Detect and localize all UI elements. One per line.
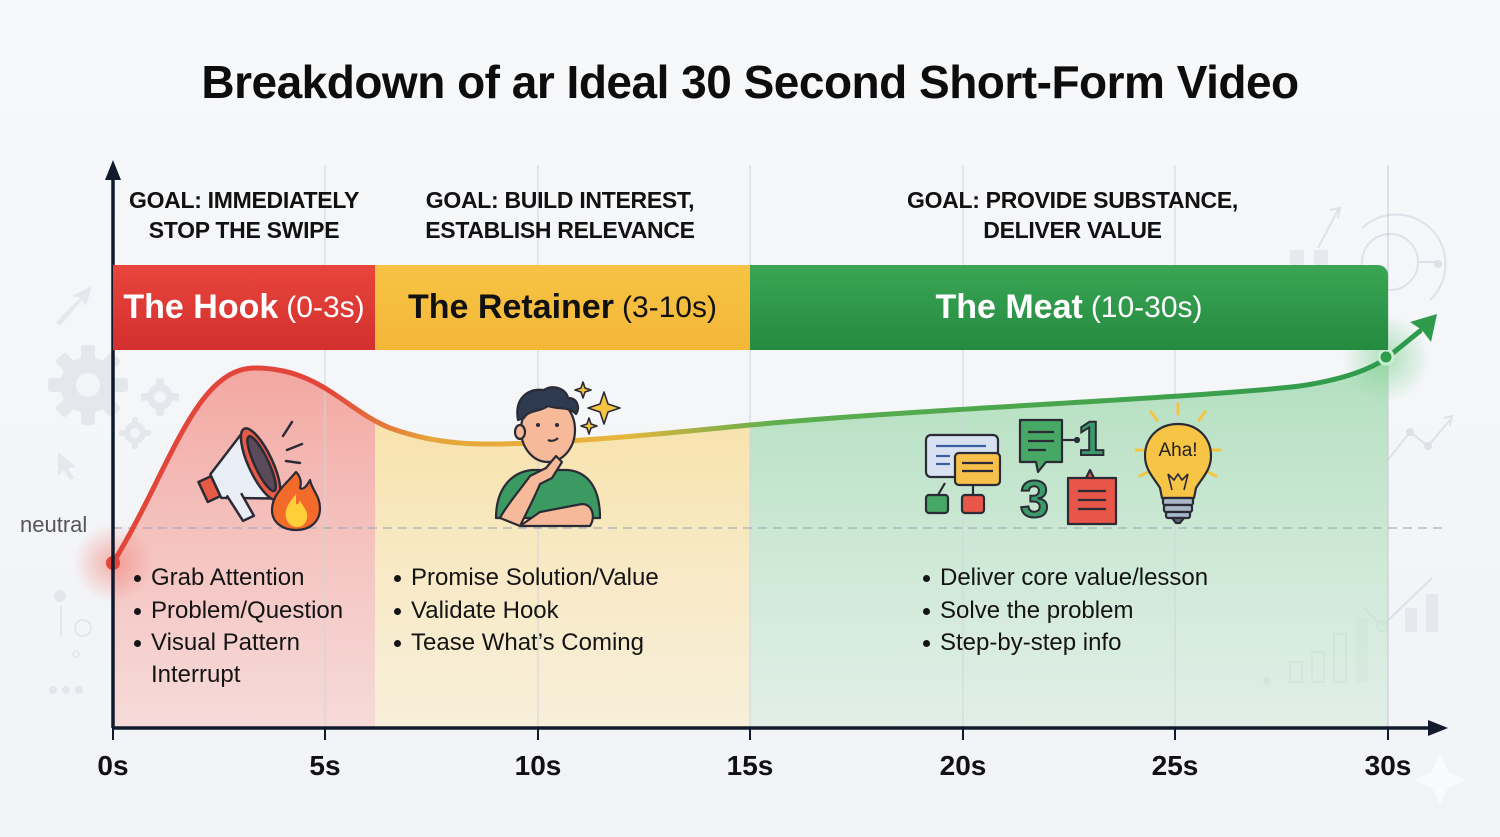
- bullet-item: Step-by-step info: [922, 627, 1208, 660]
- phase-range-retainer: (3-10s): [621, 290, 717, 324]
- goal-hook-line2: STOP THE SWIPE: [148, 217, 340, 243]
- x-tick-label: 0s: [97, 750, 129, 781]
- bullet-item: Tease What’s Coming: [393, 627, 659, 660]
- phase-band-hook: The Hook (0-3s): [113, 265, 375, 350]
- neutral-label: neutral: [20, 512, 88, 537]
- gear-small-decor-icon: [141, 378, 179, 416]
- flowchart-icon: [924, 433, 1002, 515]
- x-tick-label: 10s: [514, 750, 562, 781]
- bullet-item: Grab Attention: [133, 562, 343, 595]
- trend-arrow-icon: [1410, 314, 1437, 342]
- phase-band-retainer: The Retainer (3-10s): [375, 265, 750, 350]
- page-title: Breakdown of ar Ideal 30 Second Short-Fo…: [201, 56, 1299, 108]
- goal-hook: GOAL: IMMEDIATELY STOP THE SWIPE: [113, 185, 375, 245]
- gear-small-decor-icon: [119, 417, 151, 449]
- megaphone-icon: [197, 427, 282, 523]
- x-ticks: [112, 728, 1389, 740]
- arrow-up-right-decor-icon: [56, 286, 92, 326]
- phase-range-meat: (10-30s): [1090, 290, 1203, 324]
- bullet-item: Problem/Question: [133, 595, 343, 628]
- bullet-item: Promise Solution/Value: [393, 562, 659, 595]
- x-axis-arrow-icon: [1428, 720, 1448, 736]
- bullet-item: Validate Hook: [393, 595, 659, 628]
- gridlines: [324, 165, 1389, 728]
- gear-decor-icon: [48, 345, 128, 425]
- numbered-steps-icon: [1018, 418, 1118, 526]
- lightbulb-icon: [1134, 402, 1222, 525]
- goal-hook-line1: GOAL: IMMEDIATELY: [128, 187, 359, 213]
- phase-name-retainer: The Retainer: [408, 288, 614, 326]
- step-number-1: 1: [1077, 412, 1106, 467]
- phase-range-hook: (0-3s): [286, 290, 365, 324]
- bullet-continuation: Interrupt: [151, 661, 241, 688]
- sound-lines-icon: [281, 420, 304, 465]
- goal-meat-line2: DELIVER VALUE: [983, 217, 1162, 243]
- bullet-item: Solve the problem: [922, 595, 1208, 628]
- phase-name-meat: The Meat: [935, 288, 1083, 326]
- phase-band-meat: The Meat (10-30s): [750, 265, 1388, 350]
- y-axis-arrow-icon: [105, 160, 121, 180]
- cursor-decor-icon: [58, 452, 76, 480]
- goal-retainer-line1: GOAL: BUILD INTEREST,: [425, 187, 695, 213]
- x-tick-label: 5s: [309, 750, 341, 781]
- goal-retainer: GOAL: BUILD INTEREST, ESTABLISH RELEVANC…: [375, 185, 745, 245]
- goal-meat-line1: GOAL: PROVIDE SUBSTANCE,: [906, 187, 1238, 213]
- sparkle-decor-icon: [1414, 752, 1466, 806]
- end-point: [1377, 348, 1395, 366]
- x-tick-label: 15s: [726, 750, 774, 781]
- x-tick-label: 20s: [939, 750, 987, 781]
- step-number-3: 3: [1019, 470, 1050, 530]
- decor-left: [48, 286, 179, 694]
- bullets-retainer: Promise Solution/Value Validate Hook Tea…: [393, 562, 659, 660]
- bullet-item: Visual Pattern: [133, 627, 343, 660]
- engagement-curve: [110, 328, 1423, 566]
- x-tick-label: 30s: [1364, 750, 1412, 781]
- sparkle-icon: [574, 381, 621, 435]
- goal-retainer-line2: ESTABLISH RELEVANCE: [425, 217, 695, 243]
- fire-icon: [270, 470, 322, 532]
- lightbulb-text: Aha!: [1158, 440, 1198, 461]
- bullets-meat: Deliver core value/lesson Solve the prob…: [922, 562, 1208, 660]
- thinking-person-icon: [494, 386, 602, 528]
- bullet-item: Deliver core value/lesson: [922, 562, 1208, 595]
- bullets-hook: Grab Attention Problem/Question Visual P…: [133, 562, 343, 660]
- x-tick-label: 25s: [1151, 750, 1199, 781]
- goal-meat: GOAL: PROVIDE SUBSTANCE, DELIVER VALUE: [750, 185, 1395, 245]
- phase-name-hook: The Hook: [123, 288, 279, 326]
